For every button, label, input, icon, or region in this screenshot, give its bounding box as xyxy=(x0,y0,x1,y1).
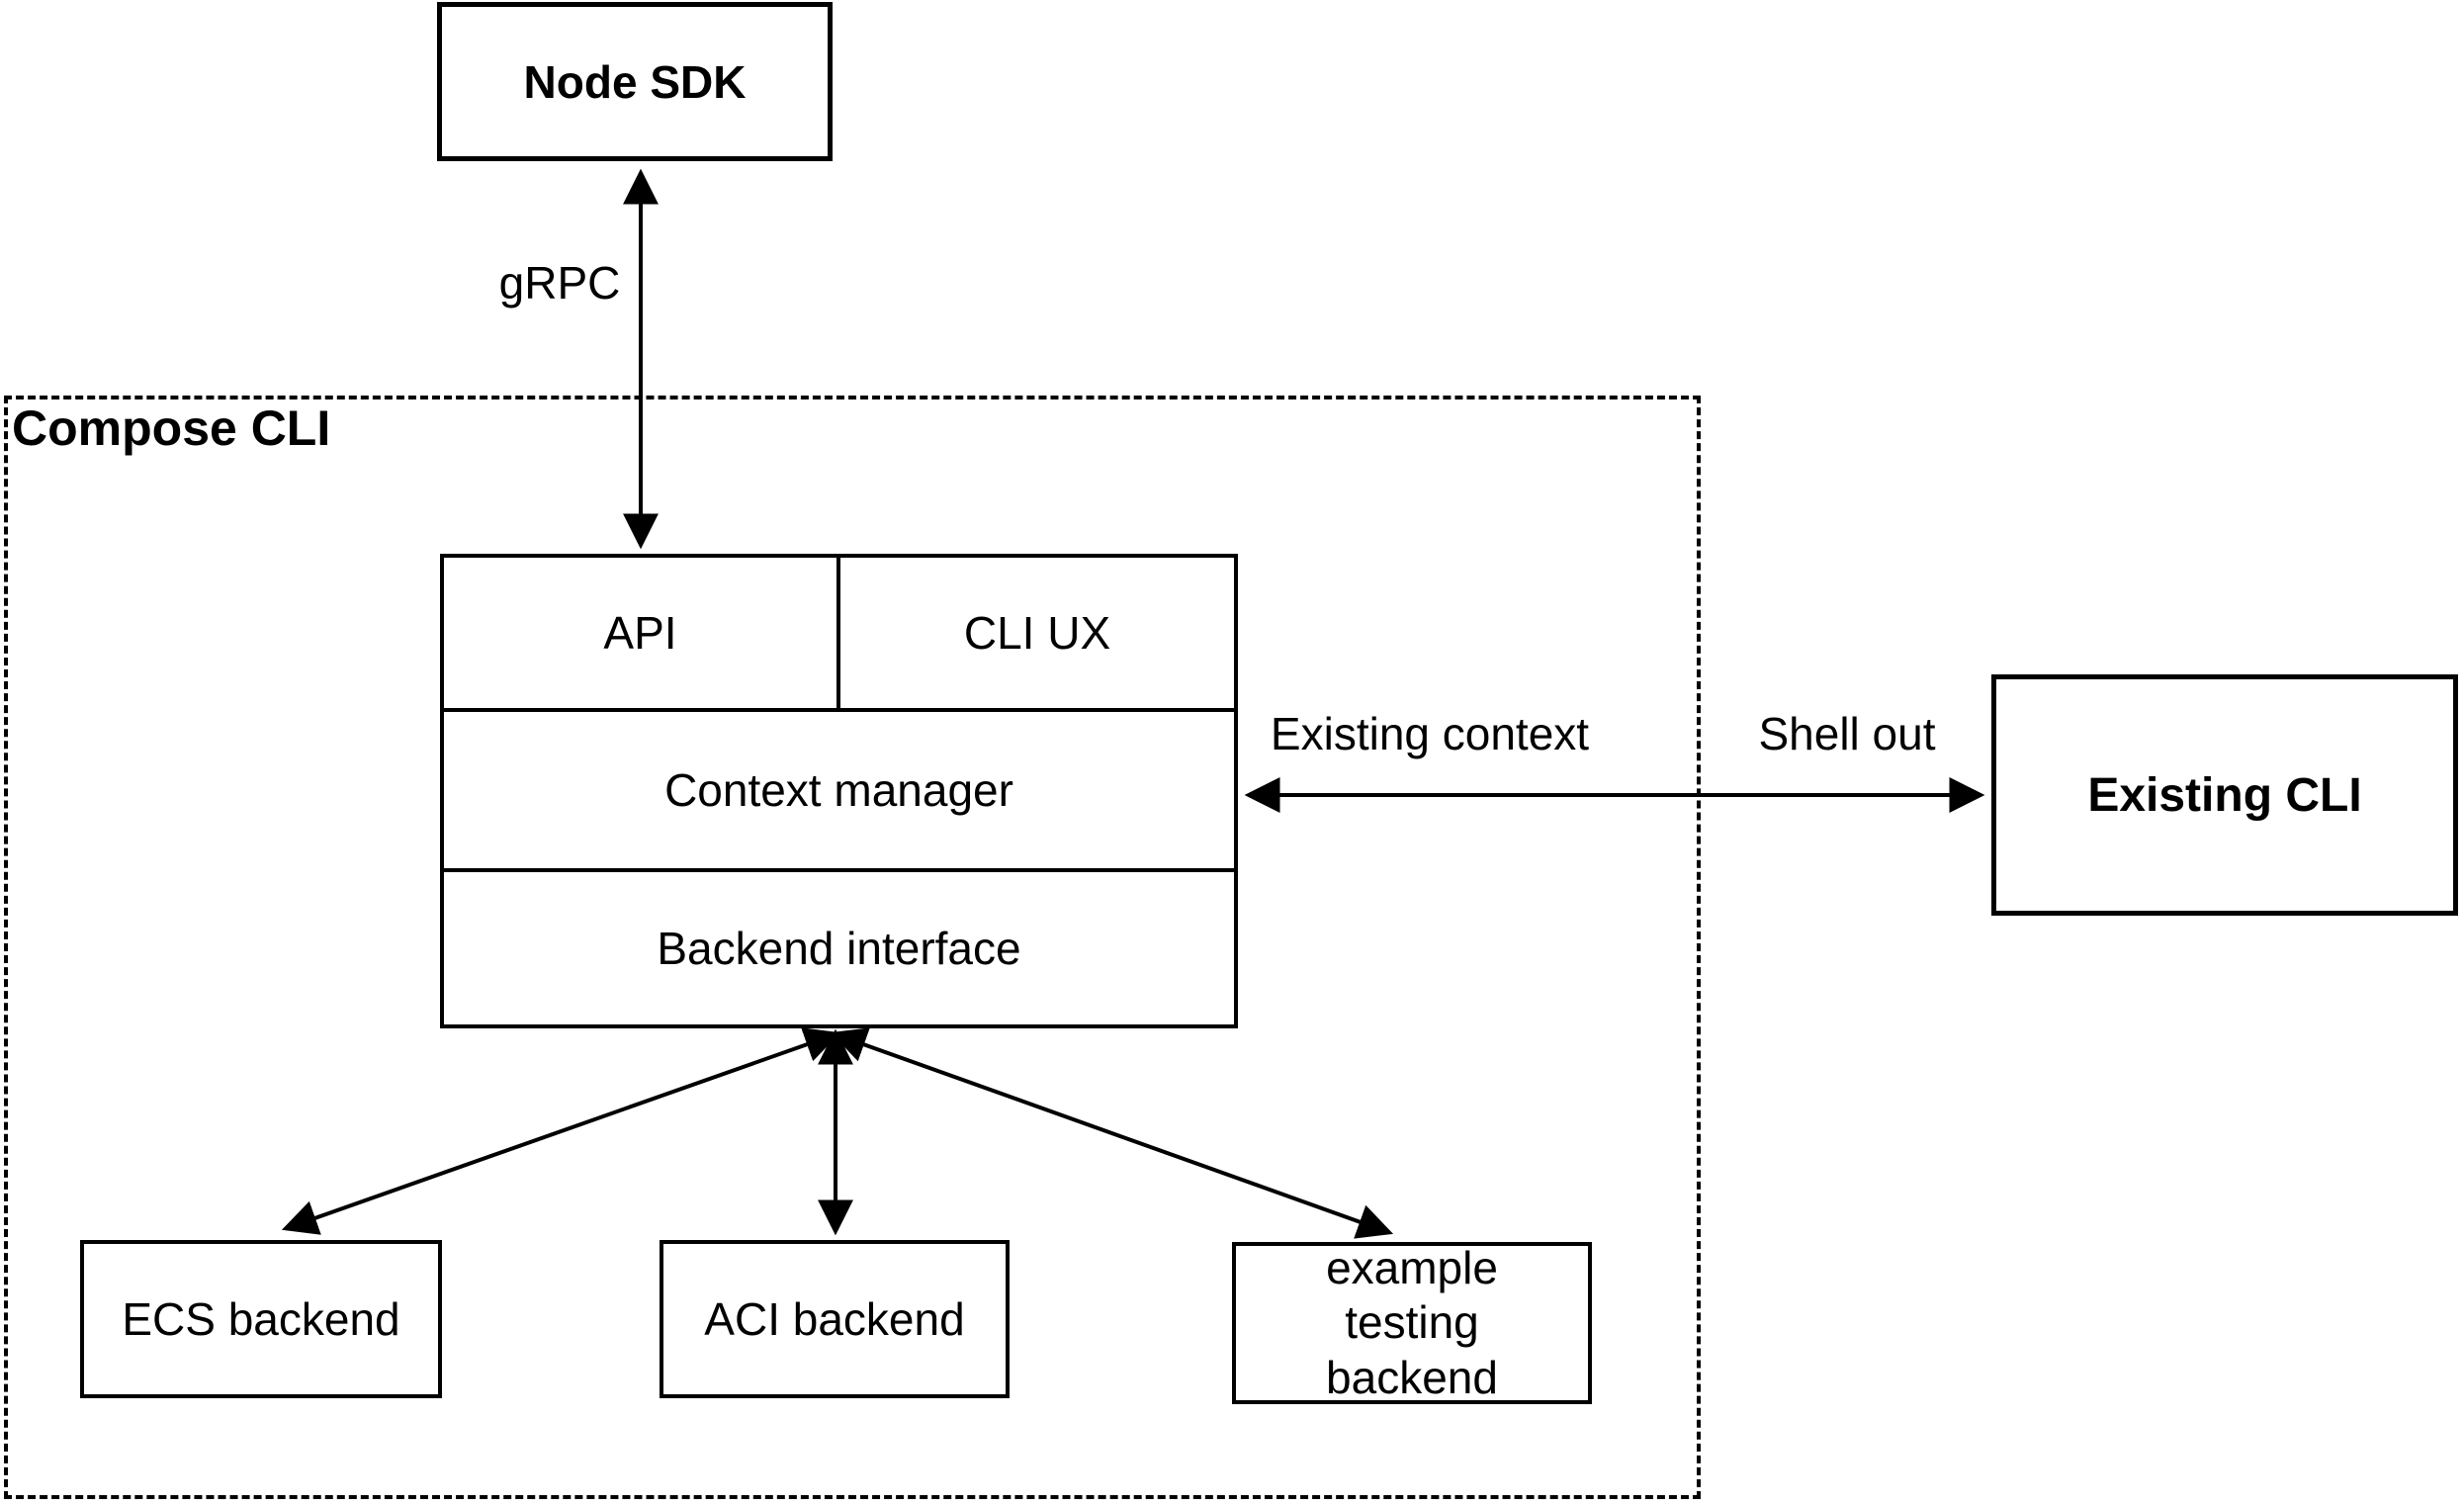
example-testing-backend-box: example testing backend xyxy=(1232,1242,1592,1404)
api-box: API xyxy=(444,558,840,708)
node-sdk-box: Node SDK xyxy=(437,2,833,161)
compose-cli-container-label: Compose CLI xyxy=(12,400,331,456)
existing-context-edge-label: Existing context xyxy=(1270,708,1590,759)
context-manager-label: Context manager xyxy=(664,764,1013,816)
backend-interface-box: Backend interface xyxy=(444,872,1234,1024)
grpc-edge-label: gRPC xyxy=(498,257,621,309)
cli-ux-box: CLI UX xyxy=(840,558,1234,708)
aci-backend-label: ACI backend xyxy=(704,1293,965,1345)
example-testing-backend-label: example testing backend xyxy=(1326,1242,1498,1403)
shell-out-edge-label: Shell out xyxy=(1758,708,1936,759)
compose-cli-container xyxy=(4,396,1701,1499)
backend-interface-label: Backend interface xyxy=(657,923,1021,974)
ecs-backend-box: ECS backend xyxy=(80,1240,442,1398)
ecs-backend-label: ECS backend xyxy=(122,1293,400,1345)
node-sdk-label: Node SDK xyxy=(523,55,747,108)
existing-cli-label: Existing CLI xyxy=(2087,768,2362,822)
cli-ux-label: CLI UX xyxy=(963,607,1111,659)
compose-cli-core-box: API CLI UX Context manager Backend inter… xyxy=(440,554,1238,1028)
api-label: API xyxy=(603,607,677,659)
context-manager-box: Context manager xyxy=(444,712,1234,872)
top-row: API CLI UX xyxy=(444,558,1234,712)
existing-cli-box: Existing CLI xyxy=(1991,674,2458,916)
aci-backend-box: ACI backend xyxy=(660,1240,1010,1398)
